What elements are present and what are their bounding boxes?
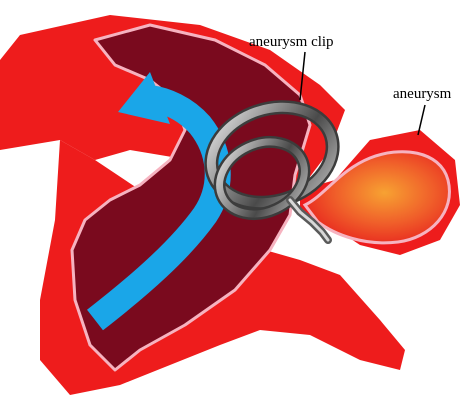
aneurysm-label: aneurysm (393, 86, 452, 102)
clip-label: aneurysm clip (249, 34, 334, 50)
aneurysm-leader-line (418, 105, 425, 135)
